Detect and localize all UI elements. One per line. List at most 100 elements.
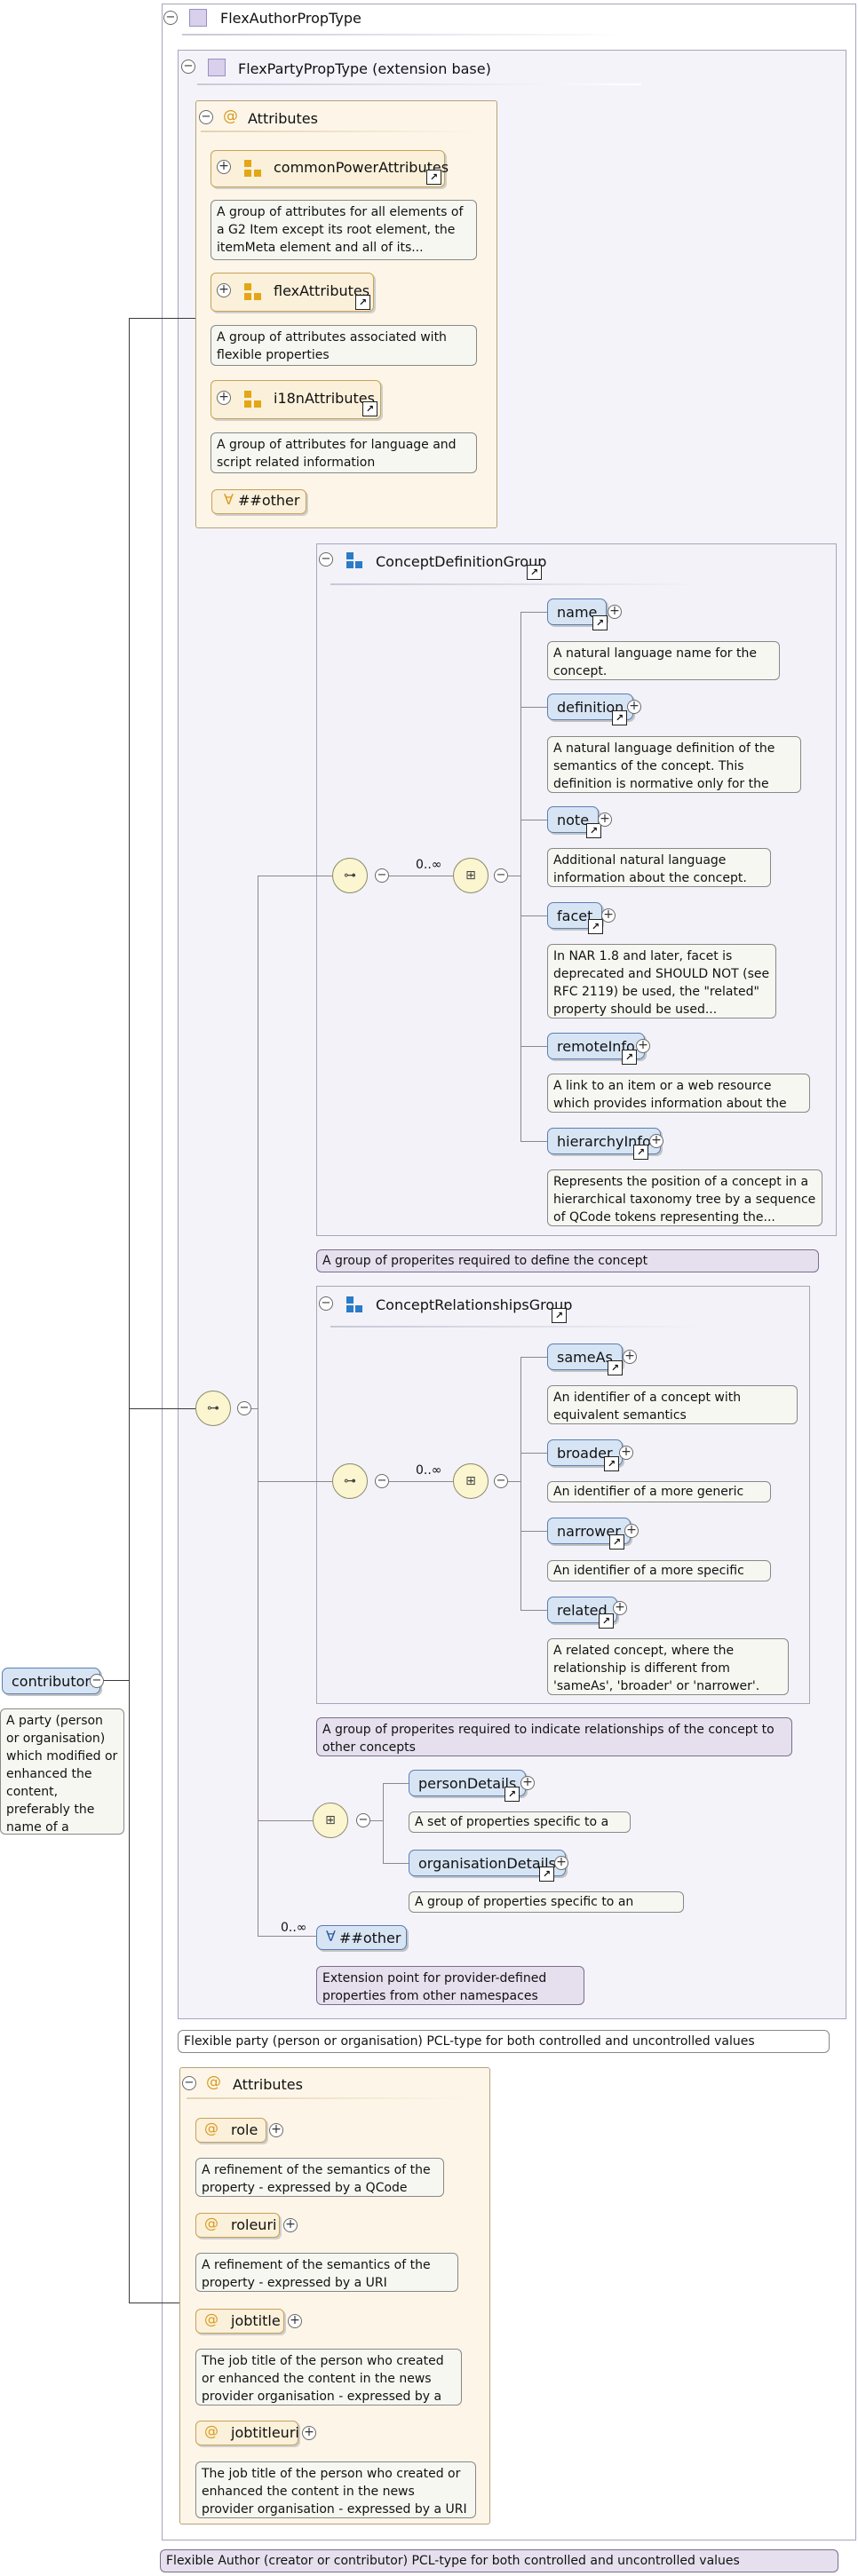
attribute-group-label: flexAttributes bbox=[274, 282, 370, 299]
group-icon bbox=[346, 1296, 354, 1304]
element-doc: A set of properties specific to a person bbox=[409, 1811, 631, 1833]
expand-icon[interactable]: + bbox=[554, 1856, 568, 1870]
expand-icon[interactable]: + bbox=[636, 1039, 650, 1053]
collapse-icon[interactable]: − bbox=[163, 11, 178, 25]
element-doc: Represents the position of a concept in … bbox=[547, 1169, 822, 1226]
attribute-label: jobtitleuri bbox=[231, 2424, 299, 2441]
base-type-title: FlexPartyPropType (extension base) bbox=[238, 60, 491, 77]
attribute-group-icon bbox=[254, 293, 261, 300]
attribute-group-doc: A group of attributes for language and s… bbox=[211, 432, 477, 473]
link-icon[interactable]: ↗ bbox=[586, 823, 601, 838]
occurrence-label: 0..∞ bbox=[281, 1921, 307, 1935]
attributes-title: Attributes bbox=[233, 2076, 303, 2093]
element-contributor[interactable]: contributor bbox=[2, 1668, 100, 1694]
element-doc: An identifier of a more generic concept. bbox=[547, 1481, 771, 1502]
connector bbox=[520, 915, 547, 916]
expand-icon[interactable]: + bbox=[598, 812, 612, 827]
expand-icon[interactable]: + bbox=[619, 1446, 633, 1460]
link-icon[interactable]: ↗ bbox=[592, 615, 608, 630]
collapse-icon[interactable]: − bbox=[199, 110, 213, 124]
connector bbox=[520, 1453, 547, 1454]
collapse-icon[interactable]: − bbox=[494, 1474, 508, 1488]
attribute-group-label: i18nAttributes bbox=[274, 390, 375, 407]
collapse-icon[interactable]: − bbox=[237, 1401, 251, 1415]
expand-icon[interactable]: + bbox=[217, 283, 231, 297]
link-icon[interactable]: ↗ bbox=[355, 295, 370, 310]
connector bbox=[258, 1820, 313, 1821]
link-icon[interactable]: ↗ bbox=[604, 1456, 619, 1471]
collapse-icon[interactable]: − bbox=[90, 1674, 104, 1688]
attribute-group-icon bbox=[254, 400, 261, 408]
collapse-icon[interactable]: − bbox=[494, 868, 508, 883]
base-type-doc: Flexible party (person or organisation) … bbox=[178, 2030, 830, 2053]
connector bbox=[520, 1141, 547, 1142]
expand-icon[interactable]: + bbox=[269, 2123, 283, 2137]
any-attribute-node[interactable] bbox=[211, 489, 306, 514]
attribute-label: jobtitle bbox=[231, 2312, 281, 2329]
attribute-icon: @ bbox=[204, 2422, 218, 2439]
attribute-group-node[interactable] bbox=[211, 380, 381, 419]
attribute-node[interactable] bbox=[195, 2118, 266, 2143]
any-element-node[interactable] bbox=[316, 1925, 407, 1950]
attribute-group-icon bbox=[244, 283, 251, 290]
root-type-doc: Flexible Author (creator or contributor)… bbox=[160, 2549, 838, 2572]
element-doc: Additional natural language information … bbox=[547, 848, 771, 887]
element-doc: In NAR 1.8 and later, facet is deprecate… bbox=[547, 944, 776, 1019]
expand-icon[interactable]: + bbox=[613, 1601, 627, 1615]
connector bbox=[520, 1531, 547, 1532]
link-icon[interactable]: ↗ bbox=[622, 1050, 637, 1065]
collapse-icon[interactable]: − bbox=[375, 1474, 389, 1488]
link-icon[interactable]: ↗ bbox=[609, 1534, 624, 1550]
collapse-icon[interactable]: − bbox=[181, 59, 195, 74]
attribute-node[interactable] bbox=[195, 2213, 280, 2238]
sequence-compositor: ⊶ bbox=[332, 858, 368, 893]
connector bbox=[129, 318, 195, 319]
attribute-group-node[interactable] bbox=[211, 273, 374, 312]
attribute-group-label: commonPowerAttributes bbox=[274, 159, 449, 176]
attributes-panel bbox=[179, 2067, 490, 2524]
attribute-icon: @ bbox=[204, 2310, 218, 2327]
link-icon[interactable]: ↗ bbox=[599, 1613, 614, 1629]
attribute-group-icon bbox=[244, 391, 251, 398]
link-icon[interactable]: ↗ bbox=[426, 170, 441, 185]
link-icon[interactable]: ↗ bbox=[504, 1787, 520, 1802]
expand-icon[interactable]: + bbox=[302, 2426, 316, 2440]
any-icon: ∀ bbox=[224, 491, 234, 508]
link-icon[interactable]: ↗ bbox=[527, 565, 542, 580]
link-icon[interactable]: ↗ bbox=[552, 1308, 567, 1323]
expand-icon[interactable]: + bbox=[623, 1350, 637, 1364]
attribute-node[interactable] bbox=[195, 2309, 284, 2334]
collapse-icon[interactable]: − bbox=[182, 2076, 196, 2090]
connector bbox=[520, 1357, 547, 1358]
collapse-icon[interactable]: − bbox=[356, 1813, 370, 1827]
expand-icon[interactable]: + bbox=[608, 605, 622, 619]
attribute-group-icon bbox=[244, 400, 251, 408]
expand-icon[interactable]: + bbox=[288, 2314, 302, 2328]
link-icon[interactable]: ↗ bbox=[362, 401, 377, 416]
group-icon bbox=[346, 561, 354, 568]
link-icon[interactable]: ↗ bbox=[633, 1145, 648, 1160]
expand-icon[interactable]: + bbox=[627, 700, 641, 714]
expand-icon[interactable]: + bbox=[217, 160, 231, 174]
expand-icon[interactable]: + bbox=[217, 391, 231, 405]
connector bbox=[520, 707, 547, 708]
attribute-node[interactable] bbox=[195, 2421, 298, 2445]
element-facet[interactable]: facet bbox=[547, 902, 603, 929]
expand-icon[interactable]: + bbox=[624, 1524, 639, 1538]
expand-icon[interactable]: + bbox=[649, 1134, 663, 1148]
expand-icon[interactable]: + bbox=[601, 908, 616, 923]
collapse-icon[interactable]: − bbox=[319, 552, 333, 567]
element-doc: A natural language definition of the sem… bbox=[547, 736, 801, 793]
attribute-group-node[interactable] bbox=[211, 150, 445, 187]
attribute-icon: @ bbox=[206, 2073, 221, 2091]
attribute-icon: @ bbox=[223, 107, 238, 125]
element-doc: A related concept, where the relationshi… bbox=[547, 1638, 789, 1695]
collapse-icon[interactable]: − bbox=[375, 868, 389, 883]
link-icon[interactable]: ↗ bbox=[539, 1867, 554, 1882]
link-icon[interactable]: ↗ bbox=[612, 710, 627, 725]
expand-icon[interactable]: + bbox=[520, 1776, 535, 1790]
expand-icon[interactable]: + bbox=[283, 2218, 298, 2232]
link-icon[interactable]: ↗ bbox=[588, 919, 603, 934]
collapse-icon[interactable]: − bbox=[319, 1296, 333, 1311]
link-icon[interactable]: ↗ bbox=[608, 1360, 623, 1375]
